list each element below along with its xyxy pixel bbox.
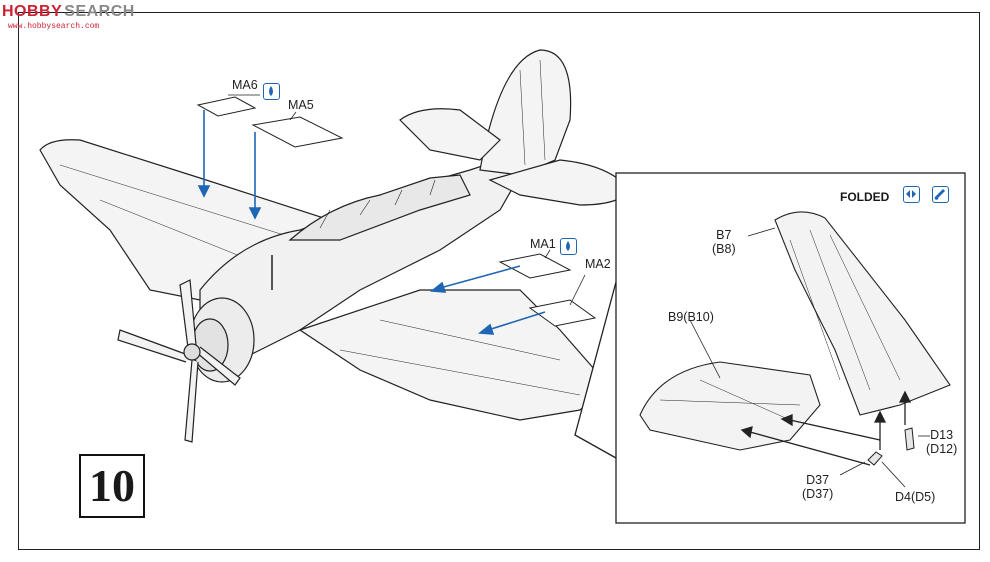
step-number: 10 [79,454,145,518]
water-decal-icon [263,83,280,100]
label-d37-alt: (D37) [802,487,834,501]
watermark-brand: HOBBY [2,3,63,20]
decal-ma1 [498,253,572,279]
label-ma6: MA6 [232,78,258,92]
decal-ma2 [528,299,597,327]
decal-ma5 [251,116,344,148]
folded-outer-wing [774,211,951,416]
label-b7-main: B7 [716,228,732,242]
label-b9: B9(B10) [668,310,714,324]
watermark-brand2: SEARCH [64,3,135,20]
label-d12: (D12) [926,442,958,456]
label-b8: (B8) [712,242,736,256]
canopy [288,174,471,241]
water-decal-icon [560,238,577,255]
label-d37: D37 (D37) [802,473,833,501]
decal-ma6 [196,96,257,117]
inset-pointer [574,281,617,459]
watermark-site: www.hobbysearch.com [8,22,100,31]
tail-fin [479,49,572,176]
label-d4: D4(D5) [895,490,936,504]
instruction-frame [18,12,980,550]
label-d37-main: D37 [806,473,830,487]
label-ma2: MA2 [585,257,611,271]
inner-wing-stub [639,361,821,451]
label-ma1: MA1 [530,237,556,251]
label-ma5: MA5 [288,98,314,112]
part-d13 [904,427,915,451]
inset-title: FOLDED [840,190,890,204]
propeller [117,279,241,443]
label-d13: D13 (D12) [926,428,957,456]
label-b7: B7 (B8) [712,228,736,256]
left-stabilizer [399,108,501,161]
label-d13-main: D13 [930,428,954,442]
part-d4 [867,451,883,466]
fuselage [199,159,521,361]
glue-icon [932,186,949,203]
symmetric-parts-icon [903,186,920,203]
